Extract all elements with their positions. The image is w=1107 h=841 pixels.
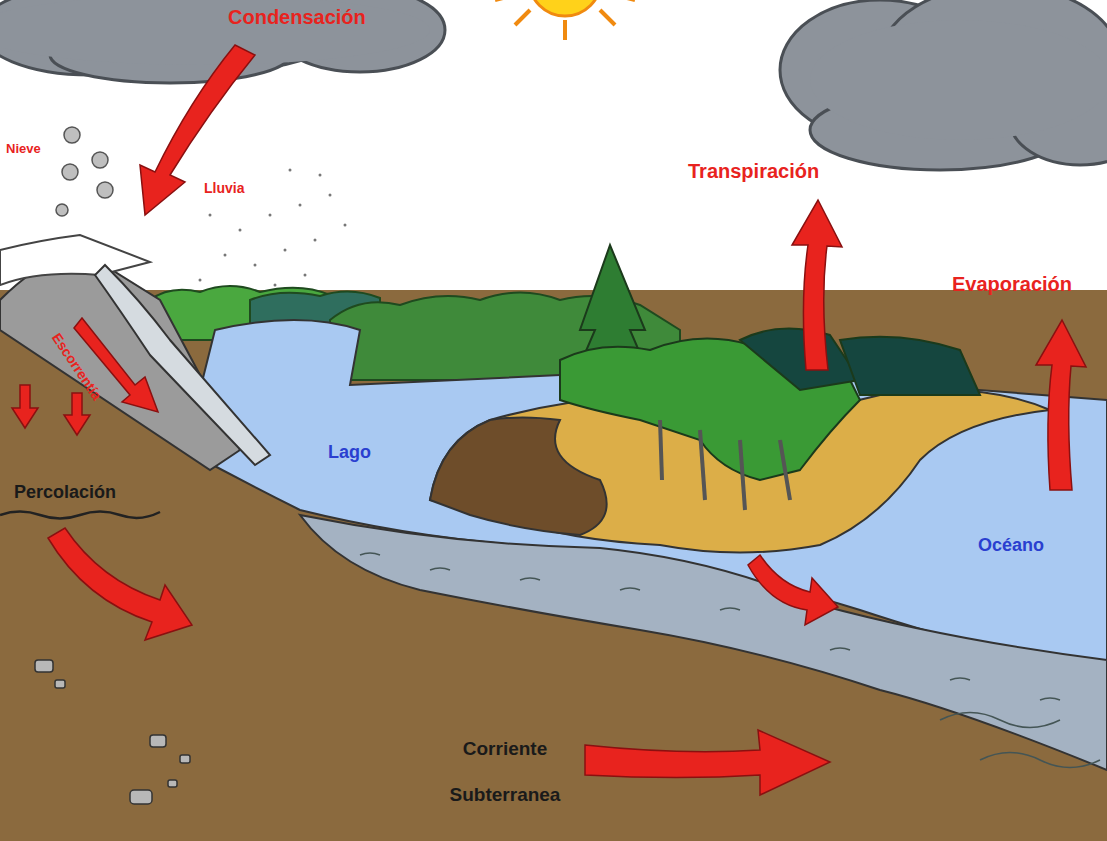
rocks — [35, 660, 190, 804]
water-body-label: Océano — [978, 535, 1044, 556]
process-label: Transpiración — [688, 160, 819, 183]
process-label: Nieve — [6, 142, 41, 157]
process-label: Evaporación — [952, 273, 1072, 296]
process-label: Percolación — [14, 482, 116, 503]
process-label: Condensación — [228, 6, 366, 29]
process-label: Corriente Subterranea — [430, 726, 580, 817]
water-body-label: Lago — [328, 442, 371, 463]
process-arrow — [12, 45, 1086, 795]
sun — [495, 0, 635, 40]
trees — [560, 245, 980, 480]
process-label: Lluvia — [204, 180, 244, 196]
snowflake — [56, 127, 113, 216]
stream — [95, 265, 270, 465]
tree-trunks — [660, 420, 790, 510]
groundwater — [300, 515, 1107, 770]
